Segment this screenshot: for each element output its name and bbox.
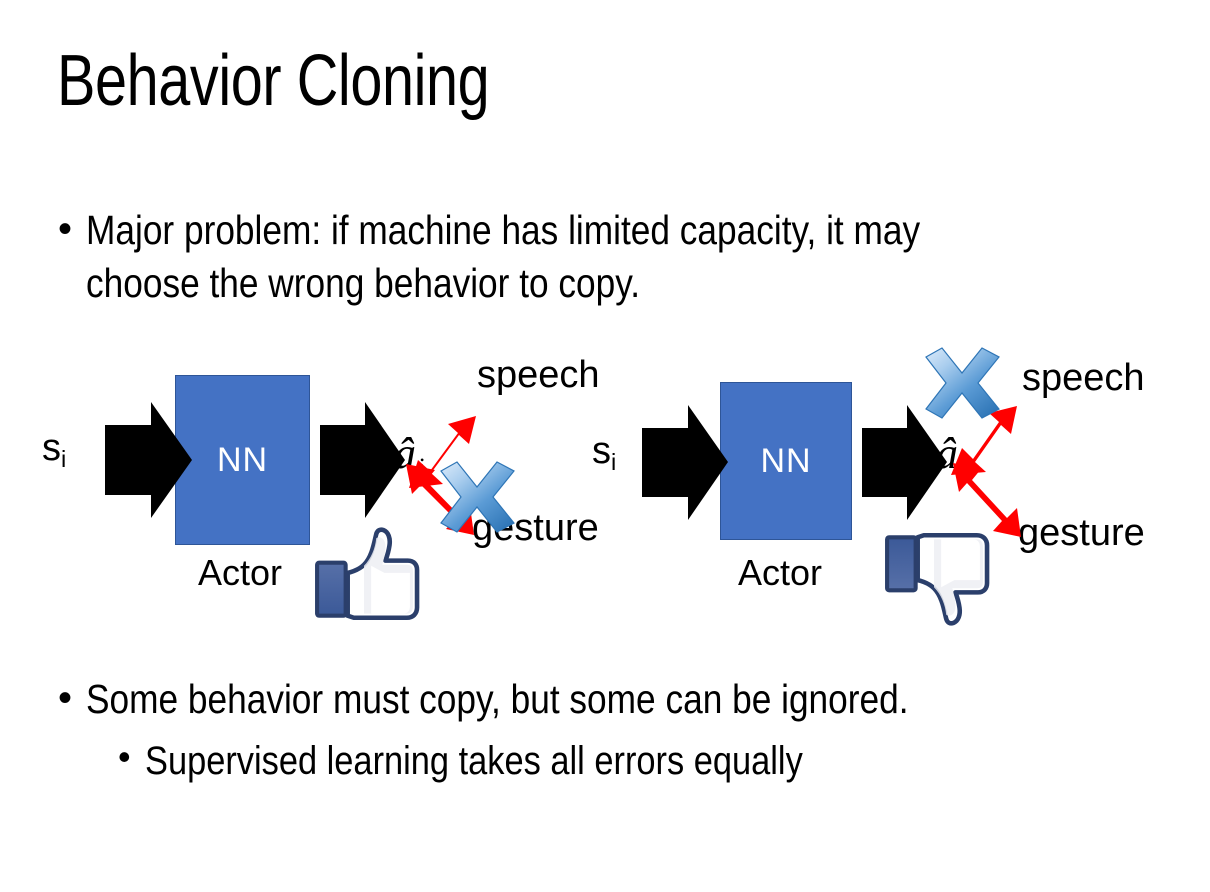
- bullet-sub-text: Supervised learning takes all errors equ…: [144, 739, 803, 783]
- nn-box-left: NN: [175, 375, 310, 545]
- action-label-right: âi: [936, 429, 967, 482]
- output-arrow-left: [320, 402, 405, 518]
- action-label-left: âi: [394, 429, 425, 482]
- output-label-speech-left: speech: [477, 354, 600, 396]
- bullet-marker-icon: •: [58, 207, 73, 251]
- bullet-marker-icon: •: [118, 736, 131, 777]
- diagram-limited-capacity-good: si NN Actor âi speech gesture: [20, 340, 620, 640]
- nn-box-label: NN: [216, 440, 269, 479]
- bullet-top-text: Major problem: if machine has limited ca…: [86, 207, 930, 307]
- output-label-speech-right: speech: [1022, 357, 1145, 399]
- bullet-sub: • Supervised learning takes all errors e…: [118, 735, 1178, 787]
- actor-caption-left: Actor: [198, 552, 283, 593]
- bullet-middle: • Some behavior must copy, but some can …: [58, 673, 1178, 726]
- output-arrow-right: [862, 405, 947, 520]
- thumbs-down-icon: [885, 532, 990, 626]
- bullet-top: • Major problem: if machine has limited …: [58, 204, 1178, 311]
- blue-cross-speech-right: [925, 347, 1000, 419]
- bullet-middle-text: Some behavior must copy, but some can be…: [86, 676, 909, 722]
- bullet-marker-icon: •: [58, 676, 73, 720]
- page-title: Behavior Cloning: [57, 41, 490, 121]
- state-label-left: si: [42, 427, 67, 472]
- input-arrow-right: [642, 405, 728, 520]
- state-label-right: si: [592, 430, 617, 475]
- nn-box-label: NN: [760, 441, 812, 480]
- actor-caption-right: Actor: [738, 552, 823, 593]
- output-label-gesture-right: gesture: [1018, 512, 1145, 554]
- diagram-limited-capacity-bad: si NN Actor âi speech gesture: [570, 340, 1190, 640]
- nn-box-right: NN: [720, 382, 852, 540]
- thumbs-up-icon: [315, 527, 420, 621]
